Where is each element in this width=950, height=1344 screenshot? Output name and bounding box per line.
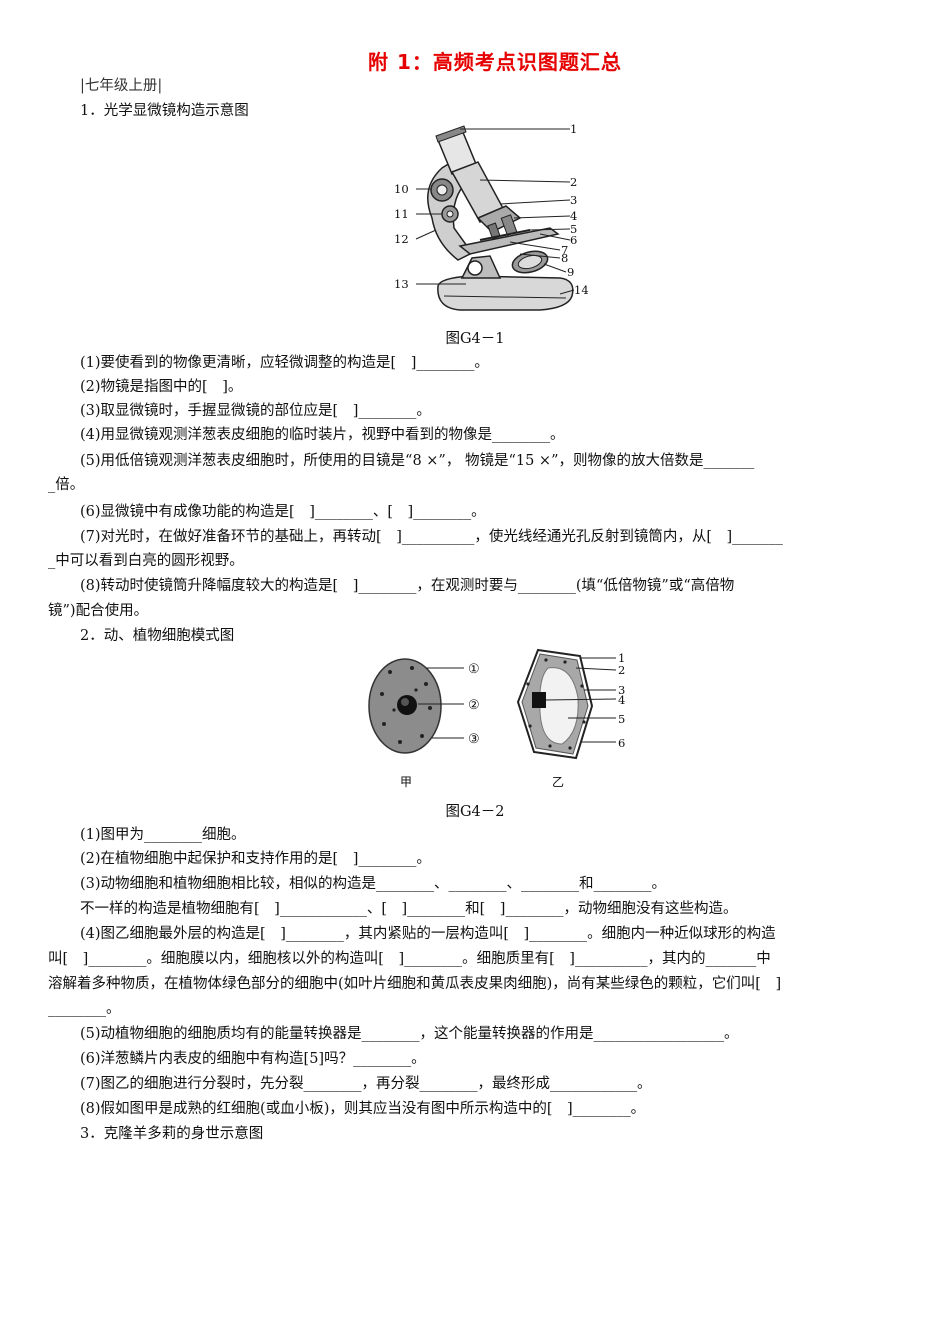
microscope-base — [437, 275, 574, 311]
microscope-label-14: 14 — [574, 283, 589, 297]
cell-diagrams: ① ② ③ 甲 1 2 3 4 5 6 — [368, 648, 625, 789]
s1-question-6: (6)显微镜中有成像功能的构造是[ ]________、[ ]________。 — [80, 504, 486, 520]
microscope-label-4: 4 — [570, 209, 577, 223]
microscope-label-6: 6 — [570, 233, 577, 247]
s1-question-7: (7)对光时，在做好准备环节的基础上，再转动[ ]__________，使光线经… — [80, 529, 783, 545]
s1-question-4: (4)用显微镜观测洋葱表皮细胞的临时装片，视野中看到的物像是________。 — [80, 427, 565, 443]
s2-question-4: (4)图乙细胞最外层的构造是[ ]________，其内紧贴的一层构造叫[ ]_… — [80, 926, 776, 942]
section2-heading: 2．动、植物细胞模式图 — [80, 628, 235, 644]
microscope-label-11: 11 — [394, 207, 409, 221]
s2-question-8: (8)假如图甲是成熟的红细胞(或血小板)，则其应当没有图中所示构造中的[ ]__… — [80, 1101, 646, 1117]
plant-label-4: 4 — [618, 693, 625, 707]
plant-label-2: 2 — [618, 663, 625, 677]
microscope-label-7: 7 — [561, 243, 568, 257]
s2-question-3-cont: 不一样的构造是植物细胞有[ ]____________、[ ]________和… — [80, 901, 738, 917]
animal-label-1: ① — [468, 662, 480, 677]
animal-label-2: ② — [468, 698, 480, 713]
s1-question-5: (5)用低倍镜观测洋葱表皮细胞时，所使用的目镜是“8 ×”， 物镜是“15 ×”… — [80, 453, 755, 469]
microscope-label-9: 9 — [567, 265, 574, 279]
plant-nucleus — [532, 692, 546, 708]
s1-question-2: (2)物镜是指图中的[ ]。 — [80, 379, 243, 395]
plant-label-3: 3 — [618, 683, 625, 697]
microscope-label-3: 3 — [570, 193, 577, 207]
s1-question-8-cont: 镜”)配合使用。 — [48, 603, 149, 619]
microscope-label-2: 2 — [570, 175, 577, 189]
figure-caption-g4-1: 图G4－1 — [445, 331, 505, 347]
microscope-diagram: 1 2 3 4 5 6 7 8 9 10 11 12 13 14 — [394, 122, 589, 311]
microscope-label-13: 13 — [394, 277, 409, 291]
s1-question-5-cont: _倍。 — [48, 477, 85, 493]
plant-label-5: 5 — [618, 712, 625, 726]
s2-question-4-cont-2: 溶解着多种物质，在植物体绿色部分的细胞中(如叶片细胞和黄瓜表皮果肉细胞)，尚有某… — [48, 976, 782, 992]
s2-question-3: (3)动物细胞和植物细胞相比较，相似的构造是________、________、… — [80, 876, 667, 892]
figure-caption-g4-2: 图G4－2 — [445, 804, 505, 820]
microscope-label-10: 10 — [394, 182, 409, 196]
s2-question-7: (7)图乙的细胞进行分裂时，先分裂________，再分裂________，最终… — [80, 1076, 652, 1092]
plant-cell-label: 乙 — [552, 775, 564, 789]
s2-question-4-cont-1: 叫[ ]________。细胞膜以内，细胞核以外的构造叫[ ]________。… — [48, 951, 771, 967]
s2-question-4-cont-3: ________。 — [48, 1001, 121, 1017]
grade-tag: |七年级上册| — [80, 78, 163, 94]
animal-cell-label: 甲 — [400, 775, 412, 789]
microscope-label-1: 1 — [570, 122, 577, 136]
s1-question-1: (1)要使看到的物像更清晰，应轻微调整的构造是[ ]________。 — [80, 355, 489, 371]
stage — [458, 227, 560, 255]
page-title: 附 1：高频考点识图题汇总 — [368, 50, 622, 74]
s2-question-6: (6)洋葱鳞片内表皮的细胞中有构造[5]吗？________。 — [80, 1051, 426, 1067]
s1-question-3: (3)取显微镜时，手握显微镜的部位应是[ ]________。 — [80, 403, 431, 419]
microscope-label-8: 8 — [561, 251, 568, 265]
s1-question-7-cont: _中可以看到白亮的圆形视野。 — [48, 553, 244, 569]
section1-heading: 1．光学显微镜构造示意图 — [80, 103, 249, 119]
s2-question-1: (1)图甲为________细胞。 — [80, 827, 246, 843]
animal-label-3: ③ — [468, 732, 480, 747]
plant-label-1: 1 — [618, 651, 625, 665]
section3-heading: 3．克隆羊多莉的身世示意图 — [80, 1126, 264, 1142]
microscope-label-5: 5 — [570, 222, 577, 236]
plant-label-6: 6 — [618, 736, 625, 750]
s2-question-2: (2)在植物细胞中起保护和支持作用的是[ ]________。 — [80, 851, 431, 867]
s2-question-5: (5)动植物细胞的细胞质均有的能量转换器是________，这个能量转换器的作用… — [80, 1026, 739, 1042]
s1-question-8: (8)转动时使镜筒升降幅度较大的构造是[ ]________，在观测时要与___… — [80, 578, 735, 594]
inclination-joint — [467, 260, 483, 276]
microscope-label-12: 12 — [394, 232, 409, 246]
